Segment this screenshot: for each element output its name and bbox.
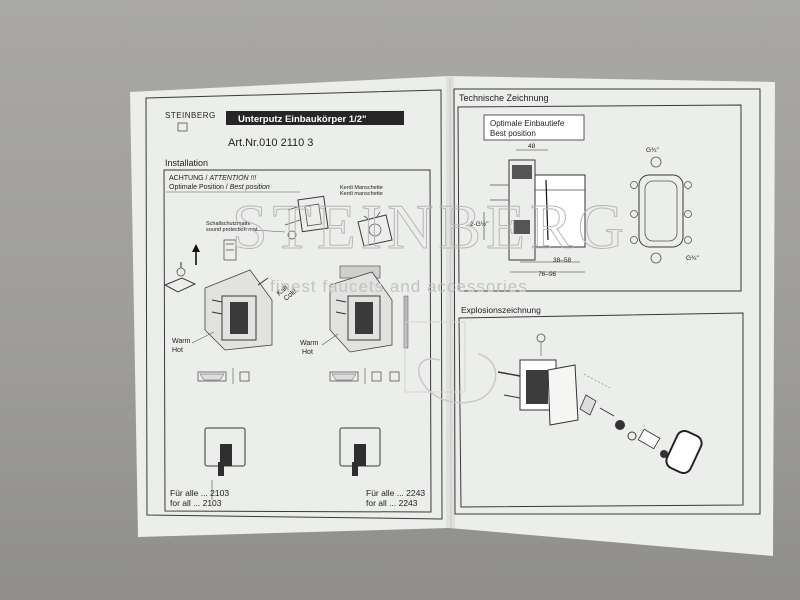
mixer-plate-2 <box>339 427 381 476</box>
side-view-drawing: 48 2-G½" 38–58 76–96 <box>470 143 586 278</box>
flange-drawing <box>163 244 200 293</box>
dim-g12: 2-G½" <box>470 220 489 228</box>
section-installation: Installation <box>165 158 208 168</box>
watermark-box <box>404 321 466 393</box>
top-body-drawing <box>284 195 329 240</box>
watermark-brand: STEINBERG <box>232 191 629 262</box>
dim-38-58: 38–58 <box>553 257 571 264</box>
tile-row-2 <box>329 368 400 384</box>
hot-label-1: Hot <box>172 347 183 354</box>
warm-label-1: Warm <box>172 338 191 345</box>
tile-row-1 <box>197 368 250 384</box>
brand-logo-text: STEINBERG <box>165 111 216 120</box>
exploded-view-drawing <box>497 333 703 474</box>
installation-frame <box>163 169 432 513</box>
front-view-drawing: G¾" G¾" <box>630 147 699 264</box>
watermark-swirl <box>418 353 497 404</box>
sound-mat-de: Schallschutzmatte <box>206 221 251 227</box>
left-page-frame <box>145 89 443 520</box>
fuer-alle-2: Für alle ... 2243 <box>366 488 425 498</box>
sound-mat-drawing <box>223 239 237 261</box>
dim-g34-top: G¾" <box>646 147 659 154</box>
sound-mat-en: sound protection mat <box>206 227 258 233</box>
for-all-1: for all ... 2103 <box>170 498 222 508</box>
depth-en: Best position <box>490 129 536 138</box>
title-bar <box>226 111 404 125</box>
kerdi-drawing <box>357 211 393 247</box>
dim-g34-bottom: G¾" <box>686 255 699 262</box>
tech-drawing-frame <box>457 104 742 292</box>
watermark-tagline: finest faucets and accessories <box>270 277 528 296</box>
product-title: Unterputz Einbaukörper 1/2" <box>238 114 367 125</box>
tech-title: Technische Zeichnung <box>459 93 549 103</box>
dim-76-96: 76–96 <box>538 271 556 278</box>
attention-text: ACHTUNG / ATTENTION !!! <box>169 175 256 182</box>
brand-logo-mark <box>177 122 188 132</box>
dim-48: 48 <box>528 143 536 150</box>
kerdi-de: Kerdi Manschette <box>340 185 383 191</box>
optimal-position-text: Optimale Position / Best position <box>169 184 270 191</box>
depth-box <box>483 114 585 141</box>
wall-section-1 <box>204 269 273 351</box>
depth-de: Optimale Einbautiefe <box>490 119 565 128</box>
right-page-frame <box>453 88 761 515</box>
article-number: Art.Nr.010 2110 3 <box>228 137 313 149</box>
mixer-plate-1 <box>204 427 246 500</box>
warm-label-2: Warm <box>300 340 319 347</box>
hot-label-2: Hot <box>302 349 313 356</box>
explode-title: Explosionszeichnung <box>461 305 541 315</box>
fuer-alle-1: Für alle ... 2103 <box>170 488 229 498</box>
kerdi-en: Kerdi manschette <box>340 191 383 197</box>
exploded-drawing-frame <box>458 312 744 508</box>
for-all-2: for all ... 2243 <box>366 498 418 508</box>
